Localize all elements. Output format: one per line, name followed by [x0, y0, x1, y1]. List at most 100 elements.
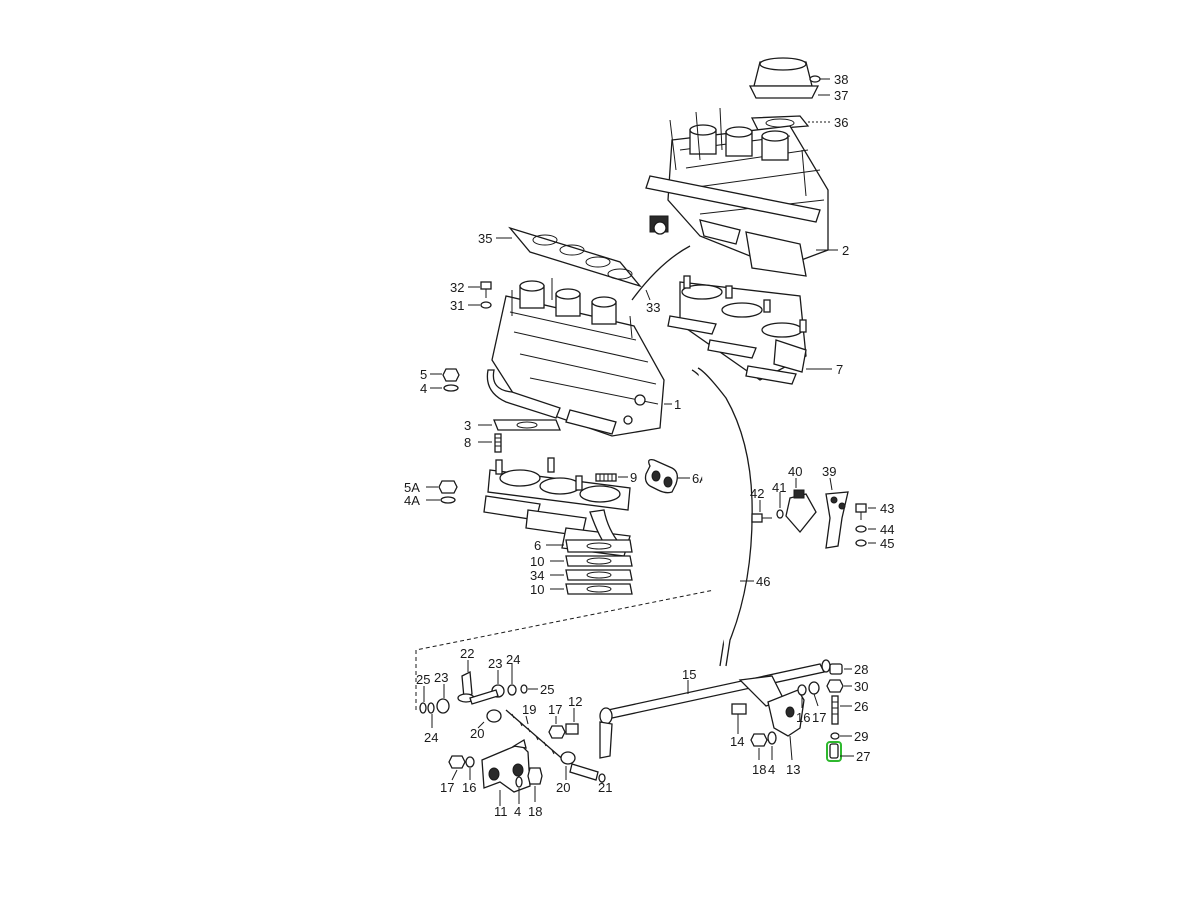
- washer-31[interactable]: [480, 301, 492, 309]
- washer-45[interactable]: [855, 539, 867, 547]
- washer-4-lower[interactable]: [515, 776, 523, 788]
- nut-17-upper[interactable]: [548, 725, 566, 739]
- callout-23-right: 23: [488, 656, 502, 671]
- washer-41[interactable]: [776, 509, 784, 519]
- bushing-20-left[interactable]: [486, 709, 502, 723]
- cap-28[interactable]: [829, 663, 843, 675]
- gasket-35[interactable]: [508, 226, 642, 288]
- washer-44[interactable]: [855, 525, 867, 533]
- carburetor-assembly-main[interactable]: [486, 278, 665, 437]
- callout-46: 46: [756, 574, 770, 589]
- hose-46-edge: [697, 367, 753, 667]
- callout-25-right: 25: [540, 682, 554, 697]
- callout-17-right: 17: [812, 710, 826, 725]
- callout-4-lower: 4: [514, 804, 521, 819]
- clip-25-right[interactable]: [520, 684, 528, 694]
- callout-26: 26: [854, 699, 868, 714]
- callout-4A: 4A: [404, 493, 420, 508]
- callout-18-left: 18: [528, 804, 542, 819]
- flange-6[interactable]: [565, 539, 633, 553]
- washer-4[interactable]: [443, 384, 459, 392]
- screw-32[interactable]: [480, 281, 492, 298]
- stud-8[interactable]: [494, 433, 502, 453]
- callout-25-left: 25: [416, 672, 430, 687]
- carburetor-assembly-upper[interactable]: [645, 57, 829, 277]
- nut-30[interactable]: [826, 679, 844, 693]
- cross-shaft-15[interactable]: [599, 659, 831, 759]
- callout-24-right: 24: [506, 652, 520, 667]
- washer-16-left[interactable]: [465, 756, 475, 768]
- gasket-10-upper[interactable]: [565, 555, 633, 567]
- callout-11: 11: [494, 804, 508, 819]
- nut-17-lower[interactable]: [448, 755, 466, 769]
- gasket-10-lower[interactable]: [565, 583, 633, 595]
- callout-13: 13: [786, 762, 800, 777]
- callout-2: 2: [842, 243, 849, 258]
- lever-22[interactable]: [457, 670, 475, 703]
- bracket-13[interactable]: [767, 689, 805, 737]
- callout-34: 34: [530, 568, 544, 583]
- callout-16-right: 16: [796, 710, 810, 725]
- callout-5: 5: [420, 367, 427, 382]
- screw-42[interactable]: [751, 513, 772, 523]
- callout-41: 41: [772, 480, 786, 495]
- callout-10-upper: 10: [530, 554, 544, 569]
- clip-25-left[interactable]: [419, 702, 427, 714]
- callout-33: 33: [646, 300, 660, 315]
- washer-29[interactable]: [830, 732, 840, 740]
- callout-38: 38: [834, 72, 848, 87]
- callout-3: 3: [464, 418, 471, 433]
- washer-4A[interactable]: [440, 496, 456, 504]
- link-rod[interactable]: [469, 689, 499, 705]
- intake-manifold-7[interactable]: [667, 275, 807, 385]
- gasket-3[interactable]: [493, 419, 561, 431]
- callout-17-lower: 17: [440, 780, 454, 795]
- screw-14[interactable]: [731, 703, 747, 715]
- screw-12[interactable]: [565, 723, 579, 735]
- nut-5[interactable]: [442, 368, 460, 382]
- callout-15: 15: [682, 667, 696, 682]
- nut-18-left[interactable]: [527, 767, 543, 785]
- nut-18-right[interactable]: [750, 733, 768, 747]
- washer-24-right[interactable]: [507, 684, 517, 696]
- callout-8: 8: [464, 435, 471, 450]
- insulator-6A[interactable]: [644, 458, 678, 494]
- clip-27[interactable]: [826, 741, 842, 762]
- callout-36: 36: [834, 115, 848, 130]
- callout-31: 31: [450, 298, 464, 313]
- callout-16-left: 16: [462, 780, 476, 795]
- callout-43: 43: [880, 501, 894, 516]
- callout-21: 21: [598, 780, 612, 795]
- callout-30: 30: [854, 679, 868, 694]
- callout-20-right: 20: [556, 780, 570, 795]
- nut-5A[interactable]: [438, 480, 458, 494]
- stud-9[interactable]: [595, 473, 617, 482]
- callout-14: 14: [730, 734, 744, 749]
- washer-24-left[interactable]: [427, 702, 435, 714]
- callout-37: 37: [834, 88, 848, 103]
- bolt-26[interactable]: [831, 695, 839, 725]
- callout-45: 45: [880, 536, 894, 551]
- threaded-rod-19[interactable]: [505, 709, 567, 763]
- washer-4-right[interactable]: [767, 731, 777, 745]
- callout-28: 28: [854, 662, 868, 677]
- callout-18-right: 18: [752, 762, 766, 777]
- bracket-39[interactable]: [825, 491, 849, 549]
- callout-10-lower: 10: [530, 582, 544, 597]
- nut-17-right[interactable]: [808, 681, 820, 695]
- bracket-11[interactable]: [481, 738, 531, 793]
- callout-27: 27: [856, 749, 870, 764]
- screw-43[interactable]: [855, 503, 867, 520]
- hose-33[interactable]: [631, 245, 691, 301]
- bushing-20-right[interactable]: [560, 751, 576, 765]
- callout-4: 4: [420, 381, 427, 396]
- callout-17-upper: 17: [548, 702, 562, 717]
- callout-9: 9: [630, 470, 637, 485]
- gasket-34[interactable]: [565, 569, 633, 581]
- callout-1: 1: [674, 397, 681, 412]
- pin-21[interactable]: [569, 763, 599, 781]
- solenoid-40[interactable]: [785, 489, 817, 534]
- bushing-23-left[interactable]: [436, 698, 450, 714]
- washer-16-right[interactable]: [797, 684, 807, 696]
